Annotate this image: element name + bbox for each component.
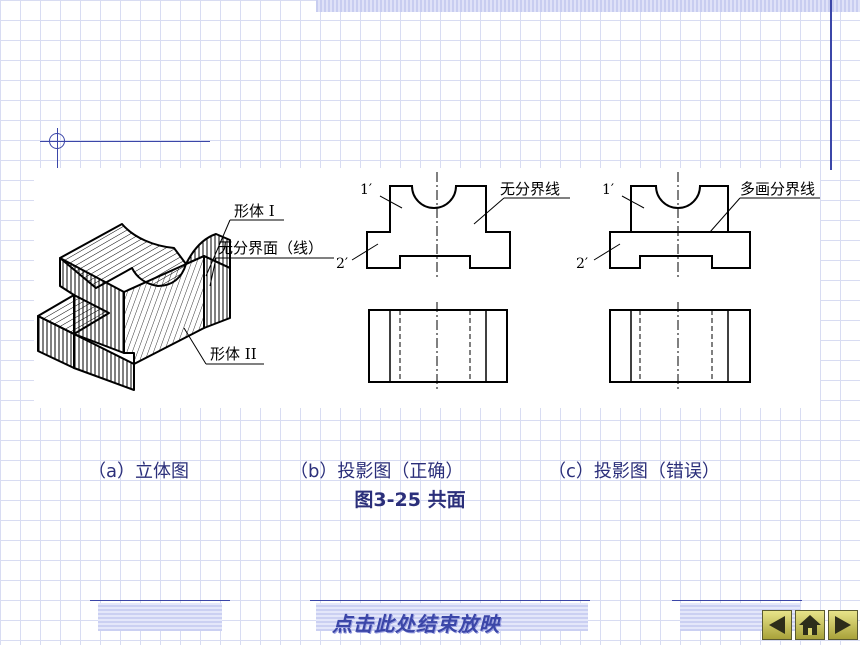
end-show-link[interactable]: 点击此处结束放映	[332, 612, 500, 636]
back-arrow-icon	[769, 616, 785, 634]
coplanar-figure: 形体 I 无分界面（线） 形体 II 1′ 2′ 无分界线	[37, 172, 820, 391]
right-decor-line	[830, 0, 832, 170]
label-p1-b: 1′	[360, 182, 372, 198]
projection-correct	[366, 172, 511, 390]
figure-title: 图3-25 共面	[354, 489, 466, 511]
label-p1-c: 1′	[602, 182, 614, 198]
left-decor-line	[40, 141, 210, 142]
home-button[interactable]	[795, 610, 825, 640]
label-form1: 形体 I	[234, 202, 275, 220]
bottom-rule-3	[672, 600, 802, 601]
back-button[interactable]	[762, 610, 792, 640]
label-no-boundary-line: 无分界线	[500, 180, 560, 198]
caption-b: （b）投影图（正确）	[290, 461, 464, 482]
isometric-labels	[183, 219, 334, 365]
projection-incorrect-leaders	[593, 195, 820, 261]
label-p2-b: 2′	[336, 256, 348, 272]
label-p2-c: 2′	[576, 256, 588, 272]
projection-correct-leaders	[351, 195, 570, 261]
caption-c: （c）投影图（错误）	[548, 461, 720, 482]
top-decor-bar	[316, 0, 860, 12]
forward-arrow-icon	[835, 616, 851, 634]
crosshair-circle-icon	[49, 133, 65, 149]
projection-incorrect	[609, 172, 751, 390]
isometric-view	[37, 223, 231, 391]
bottom-rule-1	[90, 600, 230, 601]
figure-area: 形体 I 无分界面（线） 形体 II 1′ 2′ 无分界线	[34, 168, 820, 408]
label-no-boundary-face: 无分界面（线）	[218, 239, 323, 257]
label-form2: 形体 II	[210, 345, 257, 363]
bottom-decor-mid	[316, 603, 588, 631]
forward-button[interactable]	[828, 610, 858, 640]
home-icon	[799, 615, 821, 635]
bottom-decor-left	[98, 603, 222, 631]
caption-a: （a）立体图	[88, 461, 190, 482]
label-extra-boundary-line: 多画分界线	[740, 180, 815, 198]
bottom-rule-2	[310, 600, 590, 601]
